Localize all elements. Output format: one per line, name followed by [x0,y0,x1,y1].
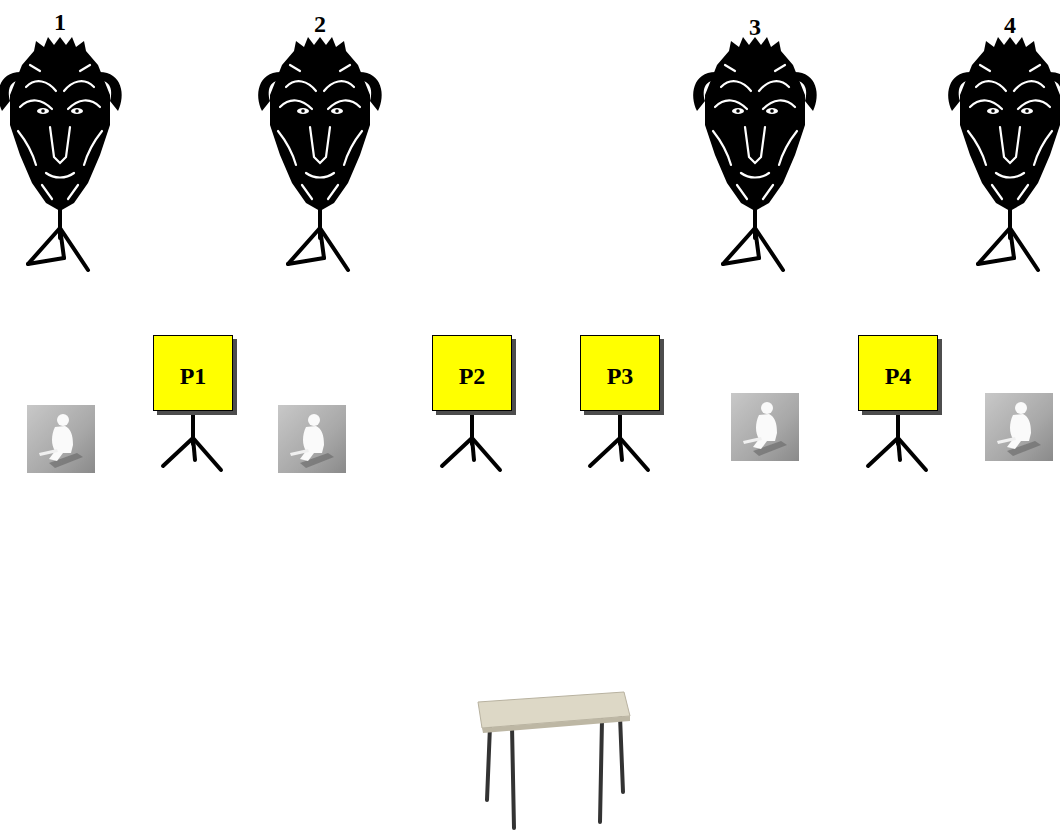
callout-number: 1 [54,9,66,36]
position-sign: P2 [432,335,512,411]
target-1 [0,37,122,270]
target-4 [948,37,1060,270]
position-label: P1 [180,357,207,390]
position-label: P4 [885,357,912,390]
sign-stands [163,410,926,470]
position-sign: P4 [858,335,938,411]
position-sign: P3 [580,335,660,411]
target-2 [258,37,381,270]
position-label: P3 [607,357,634,390]
callout-number: 2 [314,11,326,38]
position-label: P2 [459,357,486,390]
callout-number: 4 [1004,12,1016,39]
position-sign: P1 [153,335,233,411]
callout-number: 3 [749,14,761,41]
table [478,692,630,828]
target-3 [693,37,816,270]
